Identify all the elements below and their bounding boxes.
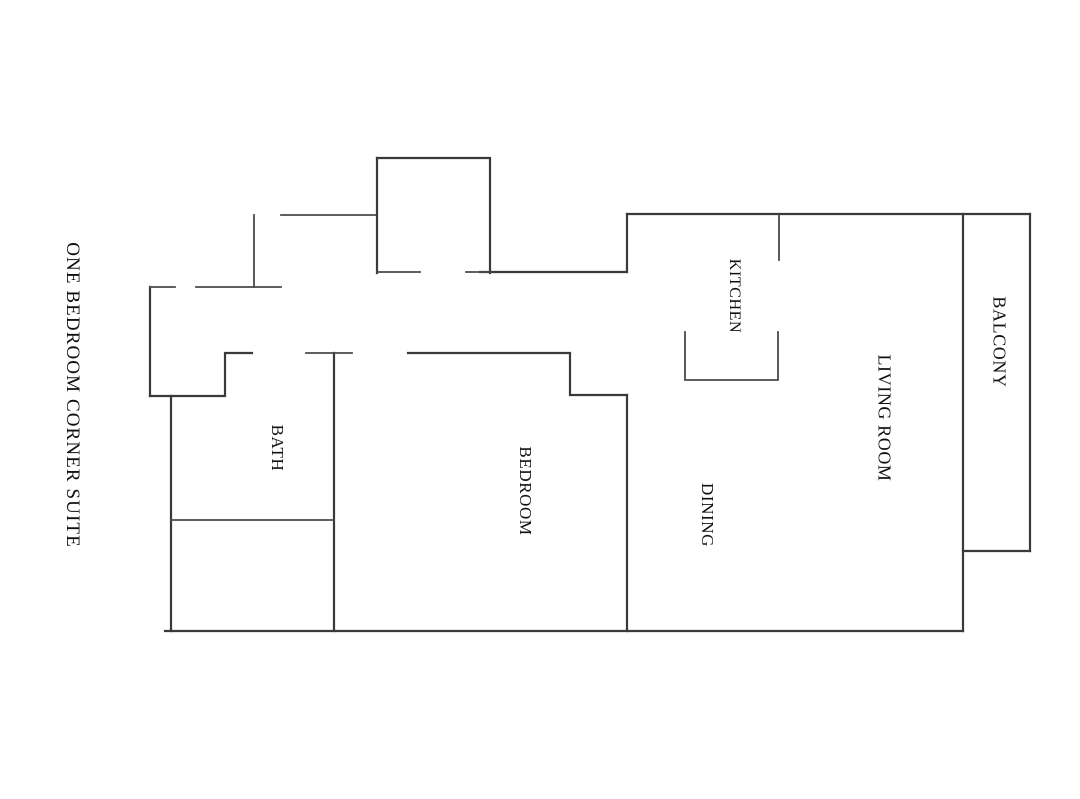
room-label-kitchen: KITCHEN bbox=[726, 258, 743, 334]
room-label-bath: BATH bbox=[268, 424, 287, 472]
wall-vestibule-top-right bbox=[375, 156, 492, 275]
wall-entry-notch bbox=[148, 351, 254, 398]
wall-kitchen-counter-box bbox=[684, 331, 779, 381]
page-title: ONE BEDROOM CORNER SUITE bbox=[62, 242, 83, 548]
wall-bedroom-top bbox=[406, 351, 629, 397]
room-label-living-room: LIVING ROOM bbox=[874, 354, 895, 482]
room-label-balcony: BALCONY bbox=[989, 296, 1010, 388]
room-label-bedroom: BEDROOM bbox=[516, 446, 535, 536]
room-label-dining: DINING bbox=[698, 482, 717, 548]
